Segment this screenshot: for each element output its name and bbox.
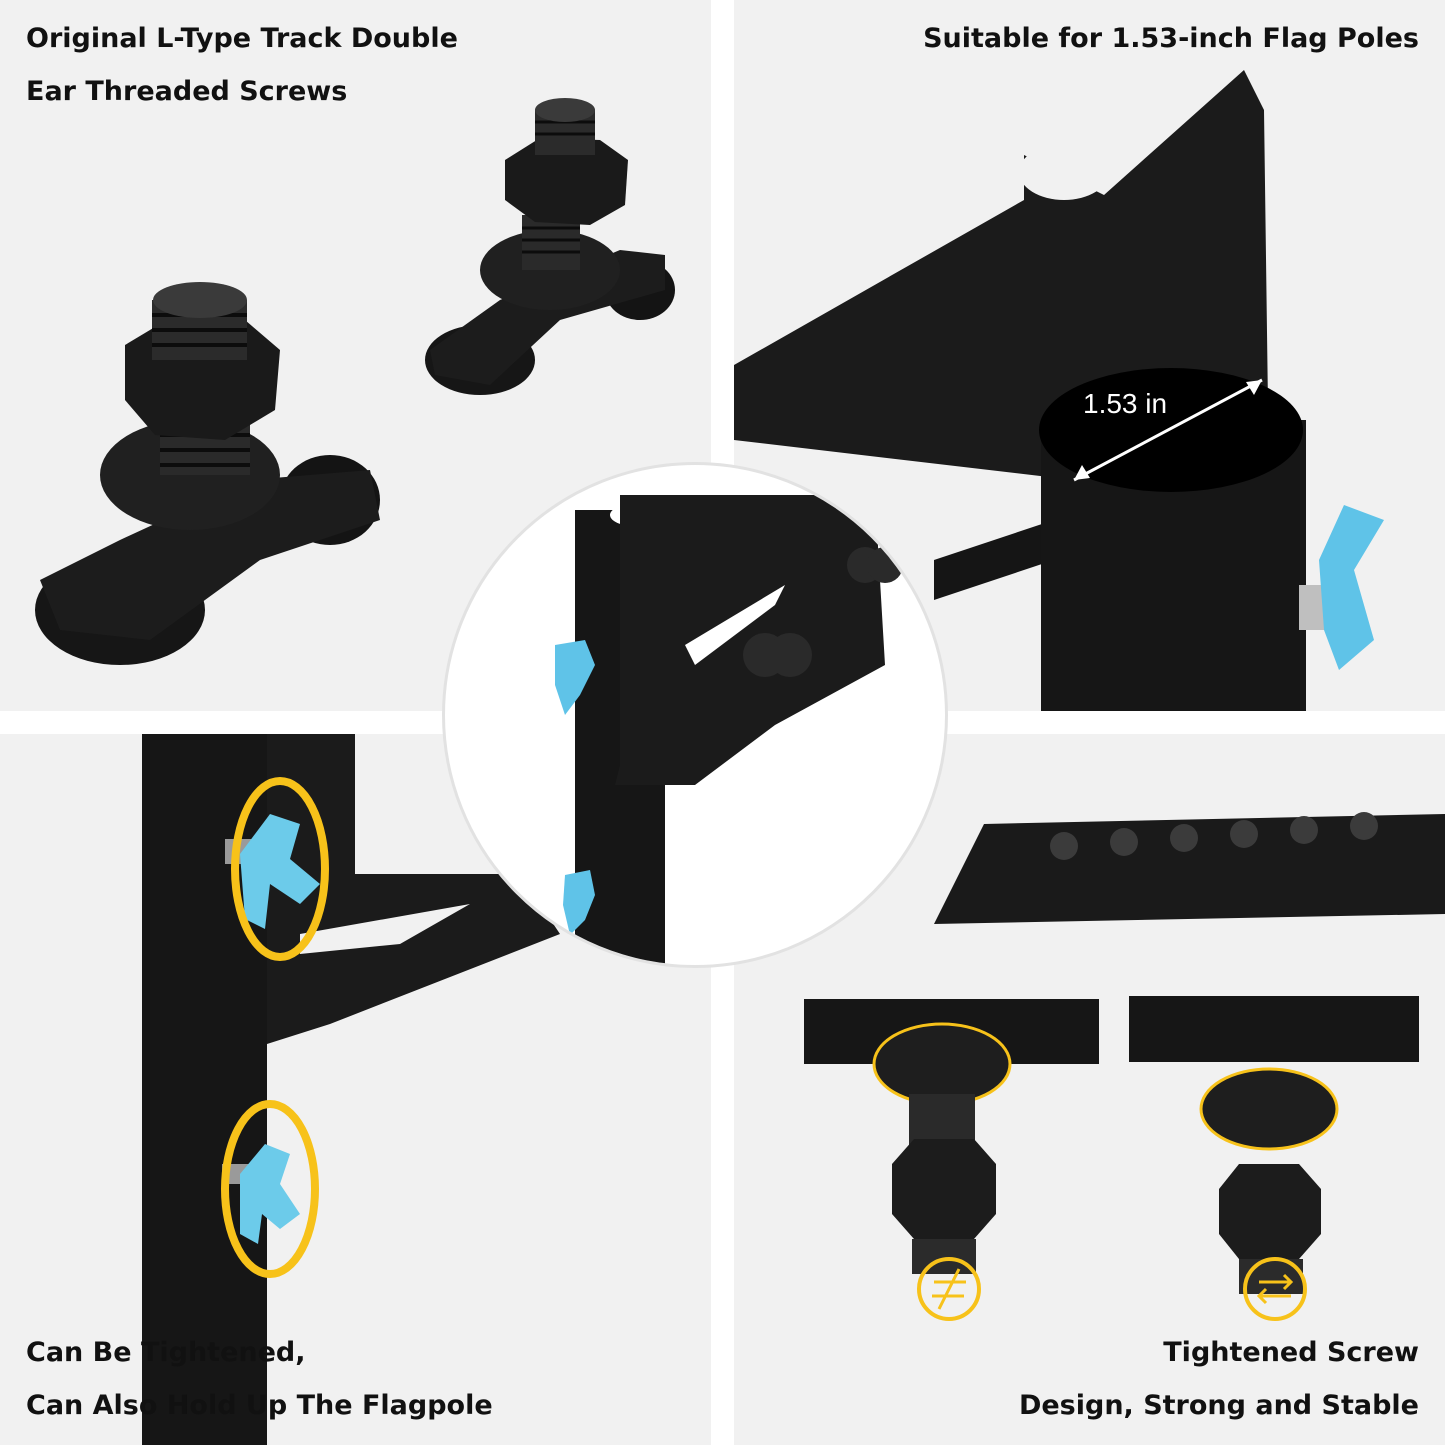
small-track-screw (425, 98, 675, 395)
caption-line: Tightened Screw (1163, 1337, 1419, 1368)
screw-design-illustration (804, 812, 1445, 1321)
mount-assembly-illustration (555, 495, 903, 965)
right-screw (1129, 996, 1419, 1294)
rotate-arrow-icon (231, 777, 329, 961)
caption-line: Design, Strong and Stable (1018, 1390, 1419, 1421)
caption-line: Suitable for 1.53-inch Flag Poles (923, 23, 1419, 54)
large-track-screw (35, 282, 380, 665)
dimension-label: 1.53 in (1083, 388, 1168, 419)
caption-pole-size: Suitable for 1.53-inch Flag Poles (923, 12, 1419, 65)
caption-tighten: Can Be Tightened, Can Also Hold Up The F… (26, 1326, 493, 1432)
caption-line: Can Also Hold Up The Flagpole (26, 1390, 493, 1421)
caption-line: Can Be Tightened, (26, 1337, 306, 1368)
caption-track-screws: Original L-Type Track Double Ear Threade… (26, 12, 458, 118)
equilibrium-icon (1243, 1257, 1307, 1321)
track-screws-illustration (35, 98, 675, 665)
mount-assembly-inset (442, 462, 948, 968)
not-equal-icon (917, 1257, 981, 1321)
panel-pole-diameter: Suitable for 1.53-inch Flag Poles (734, 0, 1445, 711)
panel-screw-design: Tightened Screw Design, Strong and Stabl… (734, 734, 1445, 1445)
panel-track-screws: Original L-Type Track Double Ear Threade… (0, 0, 711, 711)
dimension-arrow (1073, 378, 1263, 482)
caption-line: Ear Threaded Screws (26, 76, 348, 107)
bracket-wing-bolt (847, 547, 903, 583)
caption-screw-design: Tightened Screw Design, Strong and Stabl… (1019, 1326, 1419, 1432)
rotate-arrow-icon (221, 1100, 319, 1278)
blue-thumb-knob (555, 640, 595, 715)
left-screw (804, 999, 1099, 1274)
tighten-illustration (142, 734, 560, 1445)
bracket-wing-bolt (743, 633, 812, 677)
pole-diameter-illustration (734, 70, 1384, 711)
blue-thumb-knob (563, 870, 595, 935)
caption-line: Original L-Type Track Double (26, 23, 458, 54)
blue-thumb-knob (1299, 505, 1384, 670)
